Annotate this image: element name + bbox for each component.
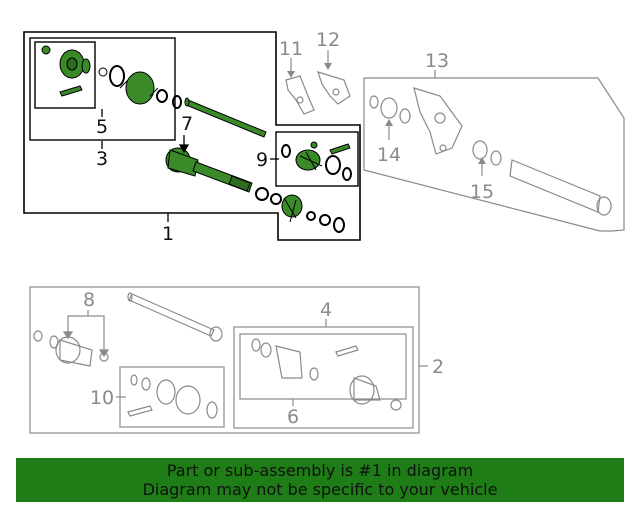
callout-8: 8: [83, 289, 95, 311]
leader-15-arrow: [478, 157, 486, 164]
half-shaft-1: [165, 147, 345, 233]
sub-assembly-5-box: [34, 41, 96, 109]
callout-3: 3: [96, 148, 108, 170]
callout-2: 2: [432, 356, 444, 378]
callout-4: 4: [320, 299, 332, 321]
assembly-2-box: [29, 286, 420, 434]
leader-7-arrow: [178, 144, 190, 154]
banner-line-2: Diagram may not be specific to your vehi…: [142, 480, 498, 499]
callout-9: 9: [256, 149, 268, 171]
leader-12-arrow: [324, 63, 332, 70]
assembly-13-outline: [363, 77, 625, 232]
sub-assembly-6-box: [239, 333, 407, 400]
sub-assembly-4-box: [233, 326, 414, 429]
inner-joint-kit-parts: [281, 141, 352, 181]
leader-8-arrow-right: [98, 349, 110, 358]
callout-13: 13: [425, 50, 449, 72]
callout-5: 5: [96, 116, 108, 138]
bracket-11: [285, 75, 315, 115]
sub-assembly-3-box: [29, 37, 176, 141]
intermediate-shaft-13: [369, 87, 612, 216]
leader-14-arrow: [385, 119, 393, 126]
callout-12: 12: [316, 29, 340, 51]
leader-11-arrow: [287, 71, 295, 78]
bracket-12: [317, 71, 351, 105]
leader-8-arrow-left: [62, 331, 74, 340]
banner-line-1: Part or sub-assembly is #1 in diagram: [166, 461, 474, 480]
callout-15: 15: [470, 181, 494, 203]
shaft-7: [184, 97, 267, 138]
callout-10: 10: [90, 387, 114, 409]
callout-14: 14: [377, 144, 401, 166]
callout-11: 11: [279, 38, 303, 60]
info-banner: Part or sub-assembly is #1 in diagram Di…: [16, 458, 624, 502]
outer-joint-kit-parts: [41, 45, 182, 109]
callout-6: 6: [287, 406, 299, 428]
leader-8: [67, 315, 105, 352]
assembly-1-outline: [23, 31, 361, 241]
callout-7: 7: [181, 113, 193, 135]
callout-1: 1: [162, 223, 174, 245]
